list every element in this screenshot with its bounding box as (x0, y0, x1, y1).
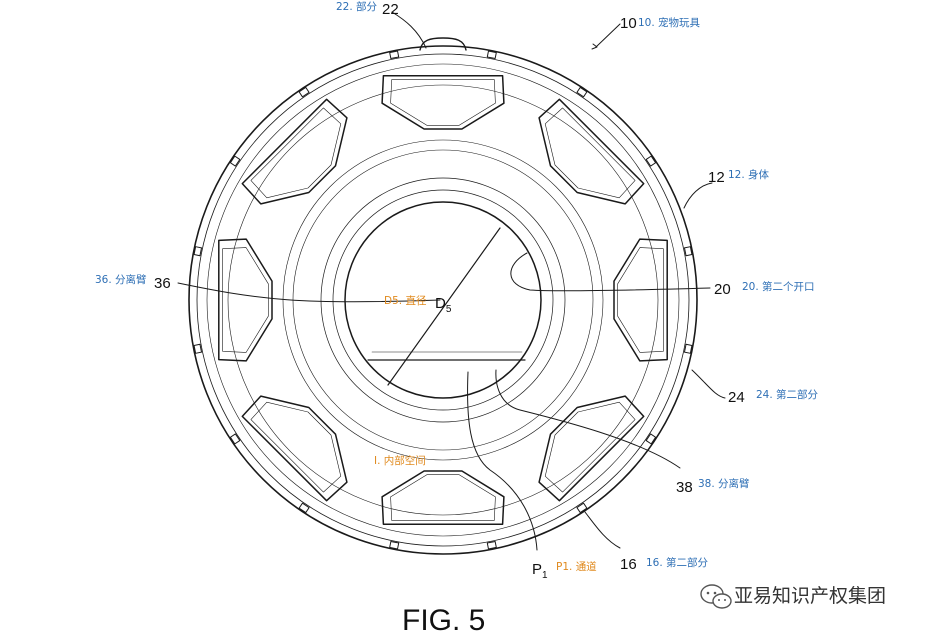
watermark-text: 亚易知识产权集团 (734, 585, 886, 607)
ref-20: 20 (714, 281, 731, 298)
leader-10 (595, 23, 621, 48)
arrow-10 (591, 43, 598, 50)
leader-24 (691, 369, 726, 399)
anno-d5: D5. 直径 (384, 294, 427, 307)
opening-inner-8 (250, 107, 342, 199)
rim-tab-12 (193, 343, 203, 354)
opening-8 (241, 98, 348, 205)
anno-20: 20. 第二个开口 (742, 280, 815, 293)
rim-tab-14 (229, 155, 241, 167)
anno-36: 36. 分离臂 (95, 273, 147, 286)
opening-2 (538, 98, 645, 205)
ref-24: 24 (728, 389, 745, 406)
opening-1 (381, 75, 505, 130)
ref-22: 22 (382, 1, 399, 18)
anno-p1: P1. 通道 (556, 560, 597, 573)
opening-inner-3 (617, 247, 664, 353)
ref-12: 12 (708, 169, 725, 186)
openings-ring (218, 75, 668, 525)
opening-inner-6 (250, 401, 342, 493)
opening-5 (381, 470, 505, 525)
ref-16: 16 (620, 556, 637, 573)
rim-tab-8 (486, 540, 497, 550)
ref-10: 10 (620, 15, 637, 32)
leader-22 (391, 11, 427, 49)
wechat-icon (700, 584, 732, 609)
opening-inner-4 (544, 401, 636, 493)
inner-opening (320, 177, 566, 423)
opening-3 (613, 238, 668, 362)
opening-inner-7 (222, 247, 269, 353)
watermark: 亚易知识产权集团 (700, 584, 886, 609)
anno-12: 12. 身体 (728, 168, 770, 181)
leader-p1 (467, 371, 538, 551)
rim-tab-15 (298, 86, 310, 98)
rim-tab-4 (683, 246, 693, 257)
rim-tab-13 (193, 246, 203, 257)
opening-inner-2 (544, 107, 636, 199)
opening-inner-1 (390, 79, 496, 126)
anno-24: 24. 第二部分 (756, 388, 819, 401)
ref-36: 36 (154, 275, 171, 292)
top-bump (419, 37, 467, 51)
rim-tab-2 (576, 86, 588, 98)
leader-lines (177, 11, 726, 551)
rim-tabs (193, 37, 693, 550)
ref-p1: P1 (532, 561, 548, 581)
opening-4 (538, 395, 645, 502)
rim-tab-3 (645, 155, 657, 167)
leader-38 (495, 369, 681, 469)
toy-body (188, 45, 698, 555)
rim-tab-16 (389, 50, 400, 60)
rim-tab-5 (683, 343, 693, 354)
rim-tab-11 (229, 433, 241, 445)
leader-20 (510, 252, 711, 292)
anno-16: 16. 第二部分 (646, 556, 709, 569)
figure-title: FIG. 5 (402, 604, 485, 635)
ref-d5: D5 (435, 295, 452, 315)
opening-6 (241, 395, 348, 502)
rim-tab-7 (576, 502, 588, 514)
leader-16 (584, 511, 621, 549)
ref-38: 38 (676, 479, 693, 496)
anno-38: 38. 分离臂 (698, 477, 750, 490)
leader-36 (177, 282, 441, 303)
anno-10: 10. 宠物玩具 (638, 16, 701, 29)
anno-i: I. 内部空间 (374, 454, 426, 467)
rim-tab-10 (298, 502, 310, 514)
opening-7 (218, 238, 273, 362)
rim-tab-6 (645, 433, 657, 445)
diameter-line (387, 227, 501, 386)
opening-inner-5 (390, 474, 496, 521)
rim-tab-9 (389, 540, 400, 550)
leader-12 (683, 182, 713, 209)
anno-22: 22. 部分 (336, 0, 378, 13)
rim-tab-1 (486, 50, 497, 60)
